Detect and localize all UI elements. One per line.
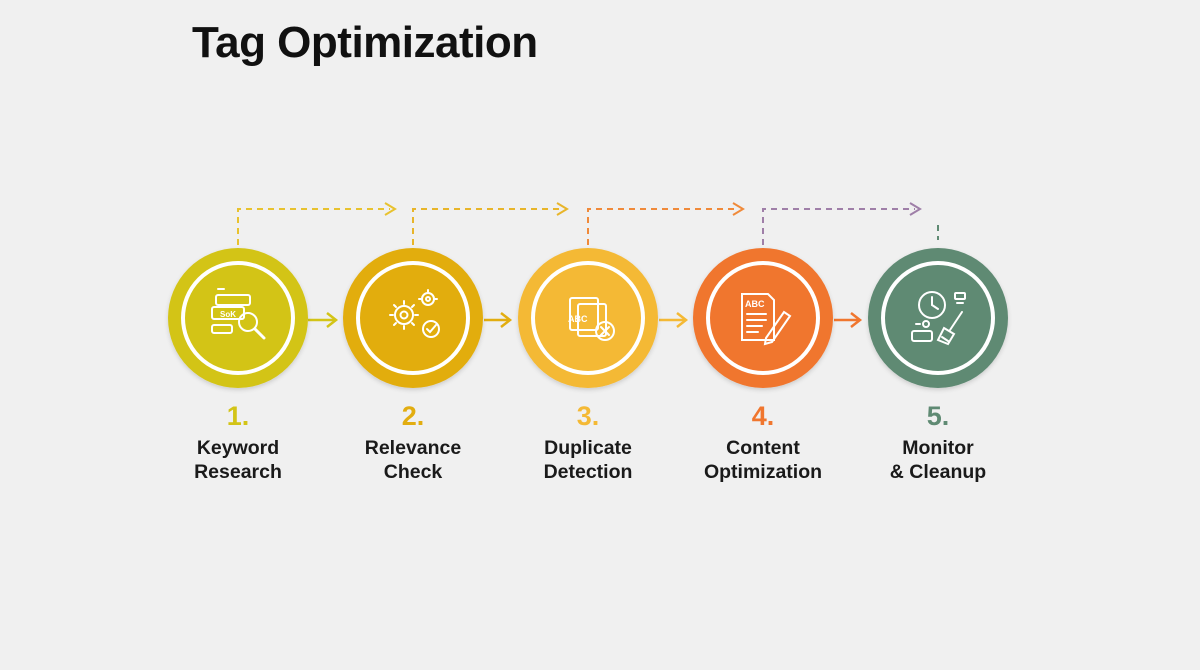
step-label-line2: & Cleanup bbox=[890, 461, 987, 483]
dashed-connector-2-3 bbox=[412, 202, 569, 245]
keyword-search-icon: SoK bbox=[211, 288, 266, 340]
step-number: 1. bbox=[227, 401, 250, 431]
duplicate-icon-text: ABC bbox=[568, 314, 588, 324]
duplicate-documents-icon: ABC bbox=[568, 297, 615, 341]
step-number: 4. bbox=[752, 401, 775, 431]
page-title: Tag Optimization bbox=[192, 18, 538, 67]
dashed-connector-1-2 bbox=[237, 202, 397, 245]
step-label-line2: Detection bbox=[544, 461, 633, 483]
document-icon-text: ABC bbox=[745, 299, 765, 309]
step-label-line1: Content bbox=[726, 437, 800, 459]
forward-arrow-4-5 bbox=[834, 312, 863, 328]
step-circle-ring bbox=[181, 261, 295, 375]
dashed-connector-3-4 bbox=[587, 202, 745, 245]
step-label-line1: Relevance bbox=[365, 437, 462, 459]
step-4: ABC 4. Content Optimization bbox=[693, 248, 833, 483]
dashed-connectors bbox=[237, 202, 939, 245]
step-number: 3. bbox=[577, 401, 600, 431]
step-circle-ring bbox=[706, 261, 820, 375]
step-circle-ring bbox=[531, 261, 645, 375]
step-circle bbox=[868, 248, 1008, 388]
step-label-line2: Research bbox=[194, 461, 282, 483]
step-1: SoK 1. Keyword Research bbox=[168, 248, 308, 483]
forward-arrow-3-4 bbox=[659, 312, 689, 328]
gears-check-icon bbox=[389, 289, 440, 338]
forward-arrow-2-3 bbox=[484, 312, 513, 328]
step-3: ABC 3. Duplicate Detection bbox=[518, 248, 658, 483]
step-number: 5. bbox=[927, 401, 950, 431]
forward-arrows bbox=[308, 312, 863, 328]
step-label-line1: Duplicate bbox=[544, 437, 632, 459]
step-number: 2. bbox=[402, 401, 425, 431]
step-5: 5. Monitor & Cleanup bbox=[868, 248, 1008, 483]
step-2: 2. Relevance Check bbox=[343, 248, 483, 483]
step-label-line1: Monitor bbox=[902, 437, 974, 459]
forward-arrow-1-2 bbox=[308, 312, 339, 328]
clock-broom-icon bbox=[911, 291, 966, 346]
step-circle bbox=[518, 248, 658, 388]
dashed-connector-4-5 bbox=[762, 202, 922, 245]
step-label-line1: Keyword bbox=[197, 437, 279, 459]
step-label-line2: Check bbox=[384, 461, 443, 483]
document-edit-icon: ABC bbox=[741, 293, 792, 346]
keyword-icon-text: SoK bbox=[220, 310, 236, 319]
step-label-line2: Optimization bbox=[704, 461, 822, 483]
step-circle-ring bbox=[881, 261, 995, 375]
step-circle-ring bbox=[356, 261, 470, 375]
step-circle bbox=[693, 248, 833, 388]
